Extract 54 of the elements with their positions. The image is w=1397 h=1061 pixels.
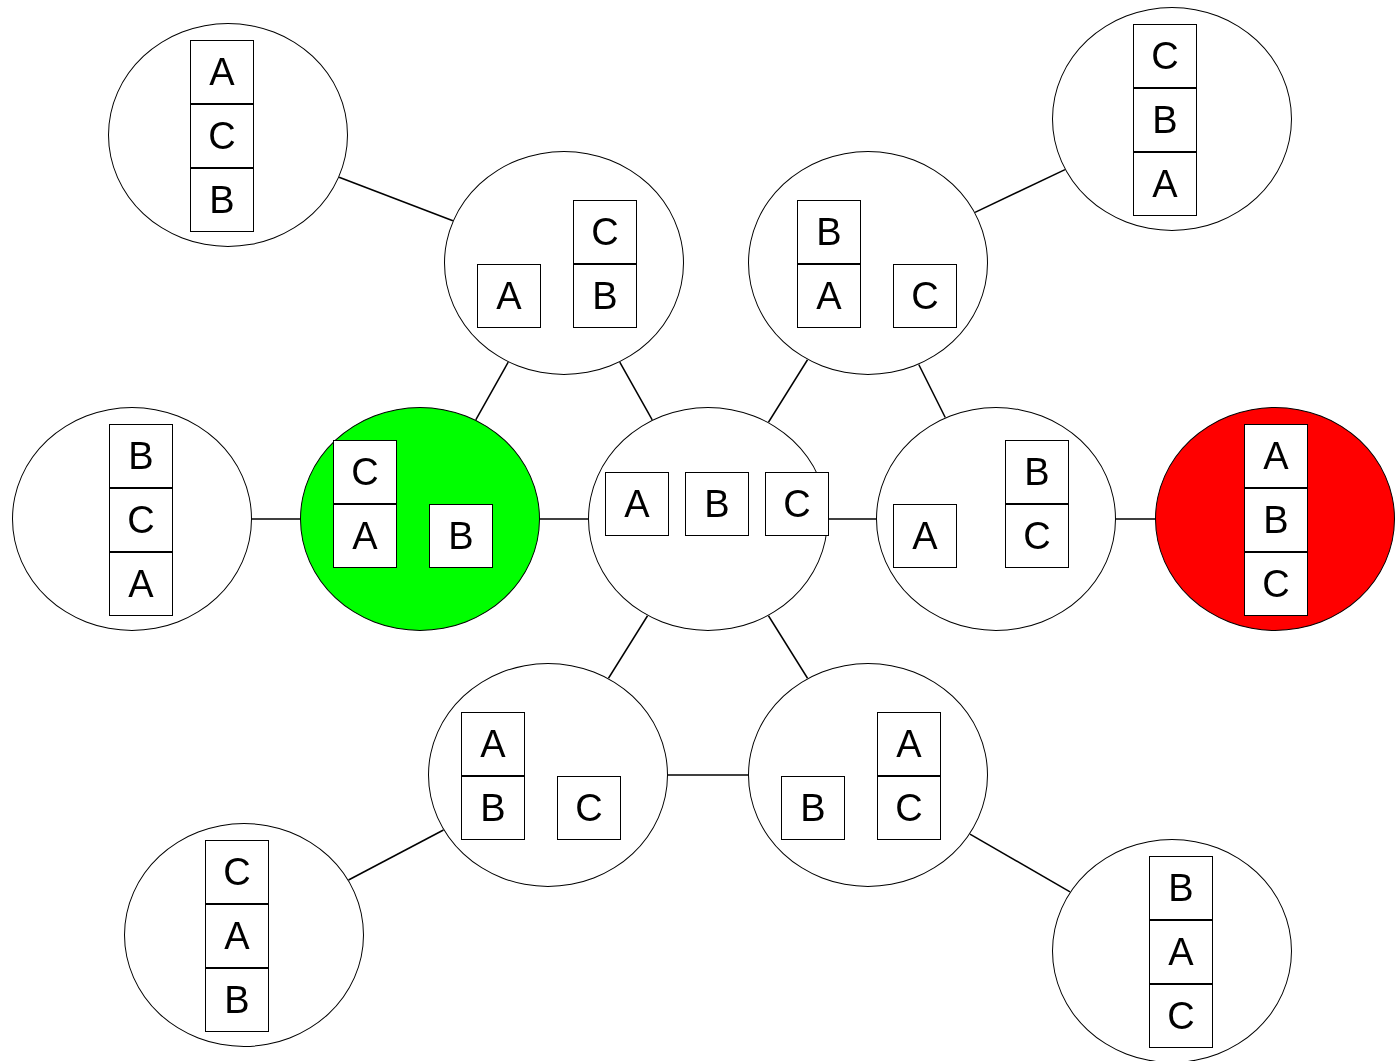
connector-line [1115, 518, 1156, 520]
connector-line [667, 774, 749, 776]
letter-block: C [1133, 24, 1197, 88]
connector-line [347, 829, 445, 881]
letter-block: C [109, 488, 173, 552]
letter-block: B [573, 264, 637, 328]
letter-block: A [190, 40, 254, 104]
letter-block: B [429, 504, 493, 568]
letter-block: A [333, 504, 397, 568]
connector-line [251, 518, 301, 520]
letter-block: B [1005, 440, 1069, 504]
connector-line [539, 518, 589, 520]
letter-block: B [685, 472, 749, 536]
connector-line [974, 168, 1066, 214]
connector-line [827, 518, 877, 520]
letter-block: B [461, 776, 525, 840]
letter-block: C [893, 264, 957, 328]
letter-block: A [109, 552, 173, 616]
letter-block: B [1133, 88, 1197, 152]
letter-block: C [333, 440, 397, 504]
connector-line [607, 615, 649, 679]
connector-line [767, 359, 809, 423]
letter-block: C [190, 104, 254, 168]
letter-block: C [1244, 552, 1308, 616]
letter-block: C [877, 776, 941, 840]
connector-line [338, 176, 454, 222]
letter-block: C [765, 472, 829, 536]
letter-block: C [1005, 504, 1069, 568]
letter-block: B [109, 424, 173, 488]
letter-block: A [1149, 920, 1213, 984]
letter-block: B [205, 968, 269, 1032]
letter-block: A [877, 712, 941, 776]
letter-block: B [1149, 856, 1213, 920]
letter-block: A [797, 264, 861, 328]
letter-block: B [190, 168, 254, 232]
letter-block: C [573, 200, 637, 264]
letter-block: A [1244, 424, 1308, 488]
letter-block: C [557, 776, 621, 840]
connector-line [969, 833, 1071, 893]
letter-block: A [205, 904, 269, 968]
letter-block: A [461, 712, 525, 776]
connector-line [918, 363, 946, 419]
connector-line [619, 361, 653, 421]
letter-block: B [1244, 488, 1308, 552]
letter-block: C [205, 840, 269, 904]
letter-block: B [797, 200, 861, 264]
connector-line [475, 361, 509, 421]
letter-block: A [893, 504, 957, 568]
letter-block: A [1133, 152, 1197, 216]
connector-line [767, 615, 809, 679]
letter-block: A [605, 472, 669, 536]
letter-block: A [477, 264, 541, 328]
letter-block: B [781, 776, 845, 840]
letter-block: C [1149, 984, 1213, 1048]
